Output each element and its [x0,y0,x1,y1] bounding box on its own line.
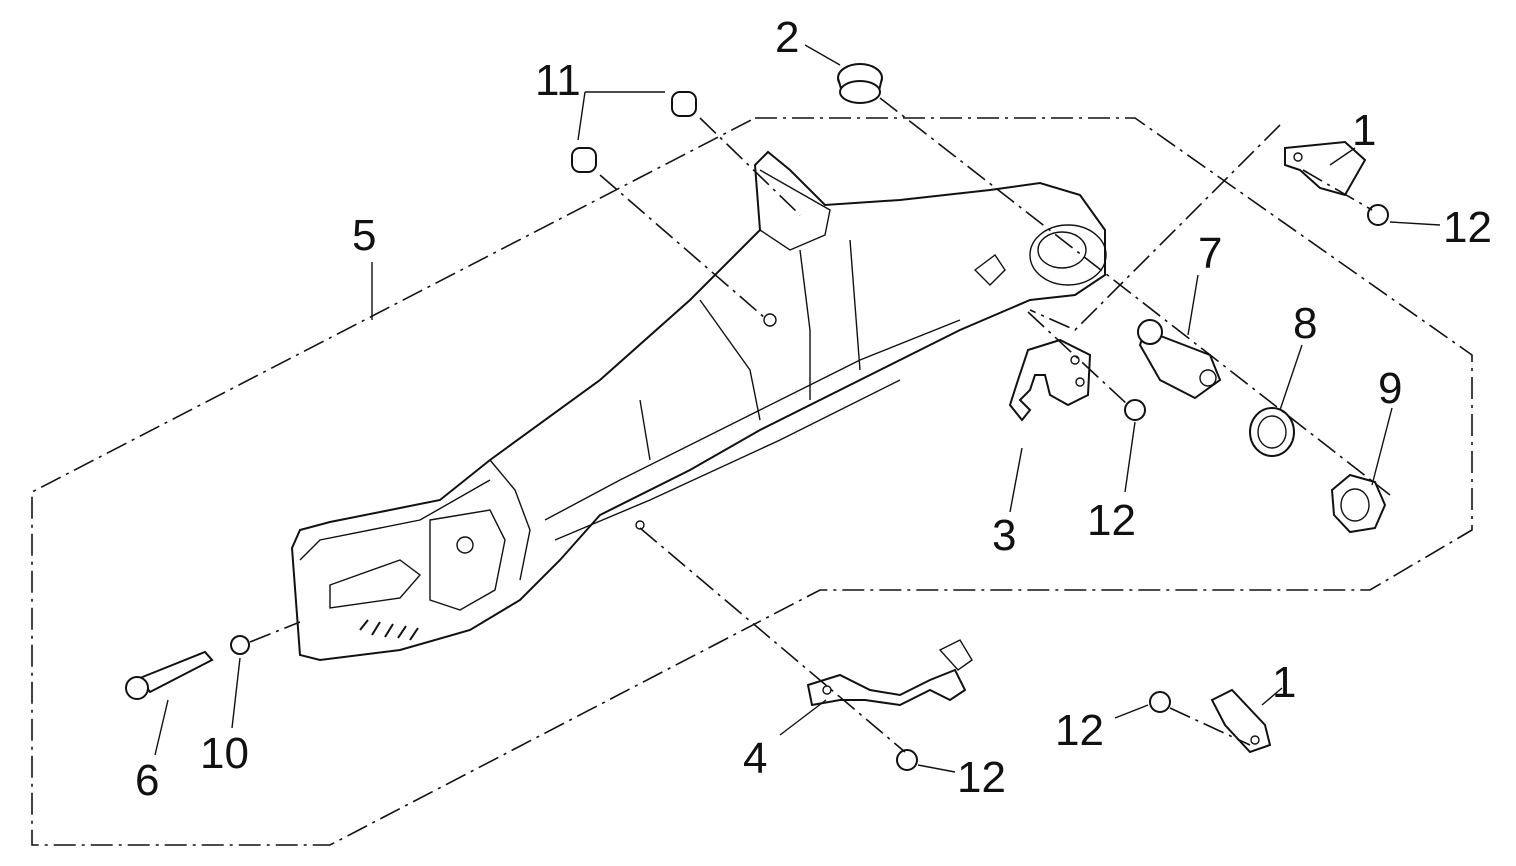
callout-7: 7 [1198,229,1222,278]
part-11-collars [571,91,697,173]
sub-boundary [1029,124,1281,331]
swing-arm [290,150,1107,662]
part-4-bracket [806,639,973,707]
callout-5: 5 [352,211,376,260]
callout-3: 3 [992,511,1016,560]
callout-6: 6 [135,756,159,805]
part-8-washer [1249,407,1295,457]
assembly-boundary [31,117,1473,846]
callout-12-bottom: 12 [957,753,1006,802]
callout-11: 11 [535,56,581,105]
callout-1-bottom: 1 [1272,658,1296,707]
callout-9: 9 [1378,364,1402,413]
callout-12-right: 12 [1055,706,1104,755]
bolt-12-bottom [896,749,918,771]
bolt-12-mid [1124,399,1146,421]
leader-lines [154,44,1441,773]
part-2-bushing [837,63,883,104]
callout-4: 4 [743,734,767,783]
part-3-bracket [1008,338,1092,422]
callout-10: 10 [200,729,249,778]
part-6-bolt [125,650,214,700]
bolt-12-top [1367,204,1389,226]
callout-8: 8 [1293,299,1317,348]
part-1-clip-bottom [1210,688,1272,754]
bolt-12-right [1149,691,1171,713]
callout-12-top: 12 [1443,203,1492,252]
callout-1-top: 1 [1352,106,1376,155]
callout-2: 2 [775,13,799,62]
part-9-nut [1330,473,1387,534]
callout-12-mid: 12 [1087,496,1136,545]
part-10-nut [230,635,250,655]
